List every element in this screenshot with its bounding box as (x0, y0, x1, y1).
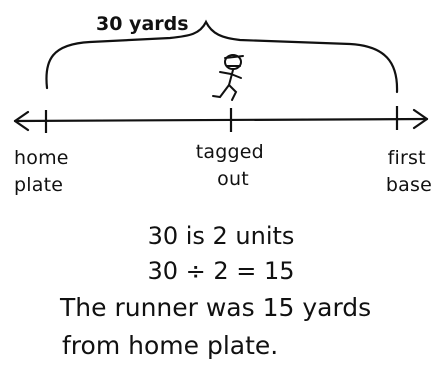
work-line-answer: The runner was 15 yards (60, 293, 372, 322)
right-arrowhead (412, 108, 429, 130)
yards-bracket (45, 19, 399, 94)
point-label-tagged-out: tagged out (196, 141, 270, 190)
runner-icon (212, 54, 244, 101)
number-line-diagram: 30 yards home plate tagged out first bas… (13, 13, 432, 196)
work-line-units: 30 is 2 units (147, 222, 295, 250)
work-line-answer-continued: from home plate. (62, 331, 279, 360)
point-label-home-plate: home plate (14, 147, 75, 196)
left-arrowhead (13, 110, 30, 132)
number-line (13, 117, 429, 123)
bracket-label: 30 yards (96, 13, 189, 35)
work-line-division: 30 ÷ 2 = 15 (147, 257, 295, 285)
point-label-first-base: first base (386, 147, 432, 196)
